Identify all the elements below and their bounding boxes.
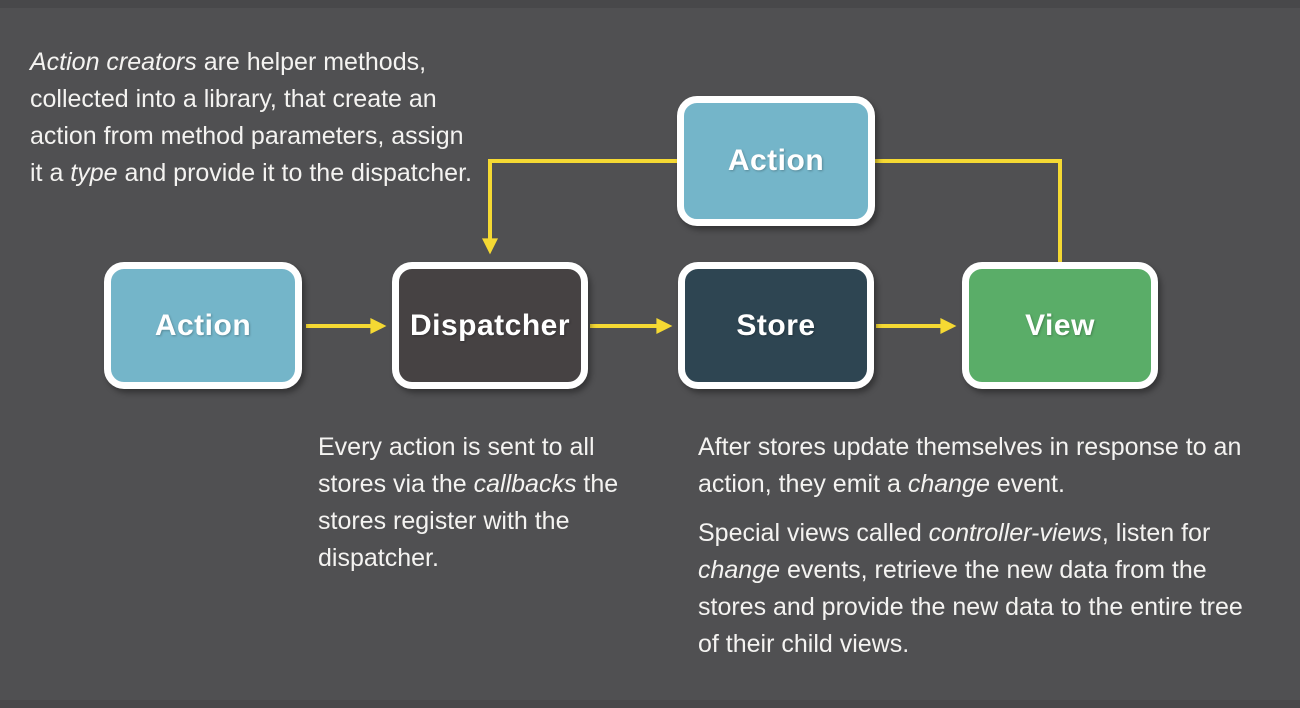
note-action-creators-text-2: and provide it to the dispatcher.	[117, 159, 472, 187]
note-action-creators-text-1: are helper methods, collected into a lib…	[30, 48, 464, 187]
node-dispatcher-label: Dispatcher	[409, 308, 571, 342]
note-store-p2-emph-1: controller-views	[928, 519, 1102, 547]
node-store-label: Store	[736, 308, 816, 342]
note-store-p2-text-1: Special views called	[698, 519, 929, 547]
note-store-p1-text-2: event.	[989, 470, 1065, 498]
bottom-edge-shade	[0, 700, 1300, 708]
note-action-creators-emph-2: type	[70, 159, 118, 187]
node-view: View	[962, 262, 1158, 389]
note-store-p1-emph-1: change	[907, 470, 990, 498]
top-edge-shade	[0, 0, 1300, 8]
note-store-p2-text-3: events, retrieve the new data from the s…	[698, 556, 1243, 658]
note-dispatcher-emph-1: callbacks	[473, 470, 577, 498]
note-dispatcher-text-1: Every action is sent to all stores via t…	[318, 433, 595, 498]
node-dispatcher: Dispatcher	[392, 262, 588, 389]
note-dispatcher-text-2: the stores register with the dispatcher.	[318, 470, 619, 572]
note-store-p1-text-1: After stores update themselves in respon…	[698, 433, 1242, 498]
note-store-change-event: After stores update themselves in respon…	[698, 429, 1270, 503]
node-action-left: Action	[104, 262, 302, 389]
note-controller-views: Special views called controller-views, l…	[698, 515, 1270, 663]
note-store-p2-text-2: , listen for	[1101, 519, 1211, 547]
node-action-top: Action	[677, 96, 875, 226]
note-action-creators: Action creators are helper methods, coll…	[30, 44, 482, 192]
note-action-creators-emph-1: Action creators	[30, 48, 197, 76]
node-action-left-label: Action	[154, 308, 252, 342]
note-dispatcher: Every action is sent to all stores via t…	[318, 429, 658, 577]
note-store-p2-emph-2: change	[698, 556, 781, 584]
node-action-top-label: Action	[727, 144, 825, 177]
notes-store-view: After stores update themselves in respon…	[698, 429, 1270, 675]
node-store: Store	[678, 262, 874, 389]
node-view-label: View	[1025, 308, 1095, 342]
